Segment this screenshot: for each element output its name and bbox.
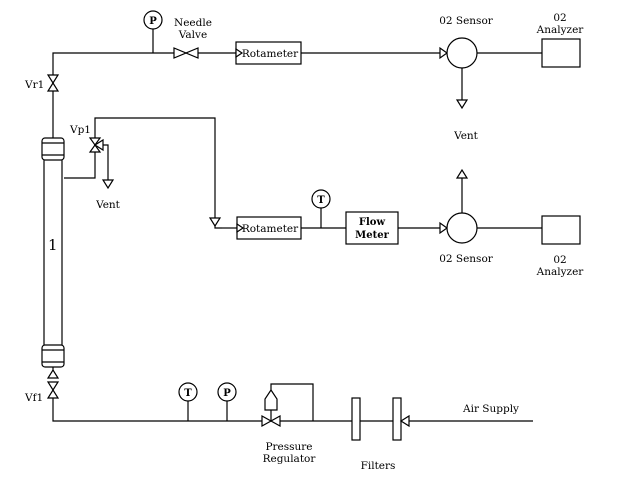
column: 1: [41, 137, 65, 368]
mid-temperature-gauge-label: T: [317, 195, 325, 206]
mid-line: [64, 117, 542, 229]
needle-valve: Needle Valve: [173, 17, 212, 59]
top-line: [52, 52, 542, 138]
upper-rotameter: Rotameter: [235, 41, 302, 65]
vp1-valve: Vp1: [69, 124, 104, 153]
lower-rotameter: Rotameter: [236, 216, 302, 240]
filters: Filters: [351, 397, 410, 472]
upper-rotameter-label: Rotameter: [242, 48, 299, 60]
lower-o2-analyzer: 02 Analyzer: [536, 215, 585, 278]
vr1-valve: Vr1: [24, 74, 60, 92]
lower-rotameter-label: Rotameter: [242, 223, 299, 235]
lower-o2-sensor: 02 Sensor: [439, 168, 494, 265]
flow-meter-label-2: Meter: [355, 230, 389, 241]
upper-sensor-label: 02 Sensor: [439, 15, 494, 27]
top-pressure-gauge: P: [143, 10, 163, 53]
vf1-label: Vf1: [24, 392, 43, 404]
vp1-label: Vp1: [69, 124, 91, 136]
flow-meter: Flow Meter: [345, 211, 399, 245]
supply-line: [52, 367, 533, 422]
upper-analyzer-label-2: Analyzer: [536, 24, 585, 36]
lower-inlet-arrow: [208, 217, 222, 228]
upper-o2-analyzer: 02 Analyzer: [536, 12, 585, 68]
needle-valve-label-2: Valve: [178, 29, 207, 41]
pressure-regulator-label-2: Regulator: [263, 453, 317, 465]
lower-analyzer-label-2: Analyzer: [536, 266, 585, 278]
flow-meter-label-1: Flow: [359, 217, 386, 228]
lower-analyzer-label-1: 02: [553, 254, 566, 266]
needle-valve-label-1: Needle: [174, 17, 212, 29]
upper-vent: Vent: [453, 99, 479, 142]
mid-temperature-gauge: T: [311, 189, 331, 228]
left-vent: Vent: [95, 179, 121, 211]
bottom-temperature-gauge: T: [178, 382, 198, 421]
bottom-pressure-gauge-label: P: [223, 388, 231, 399]
upper-analyzer-label-1: 02: [553, 12, 566, 24]
filters-label: Filters: [361, 460, 396, 472]
pressure-regulator: Pressure Regulator: [261, 388, 317, 465]
bottom-pressure-gauge: P: [217, 382, 237, 421]
column-inlet-arrow: [46, 368, 60, 379]
upper-o2-sensor: 02 Sensor: [439, 15, 494, 69]
top-pressure-gauge-label: P: [149, 16, 157, 27]
left-vent-label: Vent: [95, 199, 121, 211]
pressure-regulator-label-1: Pressure: [265, 441, 312, 453]
bottom-temperature-gauge-label: T: [184, 388, 192, 399]
lower-sensor-label: 02 Sensor: [439, 253, 494, 265]
upper-vent-label: Vent: [453, 130, 479, 142]
air-supply-label: Air Supply: [462, 403, 519, 415]
vf1-valve: Vf1: [24, 381, 60, 404]
vr1-label: Vr1: [24, 79, 44, 91]
column-label: 1: [48, 236, 58, 254]
